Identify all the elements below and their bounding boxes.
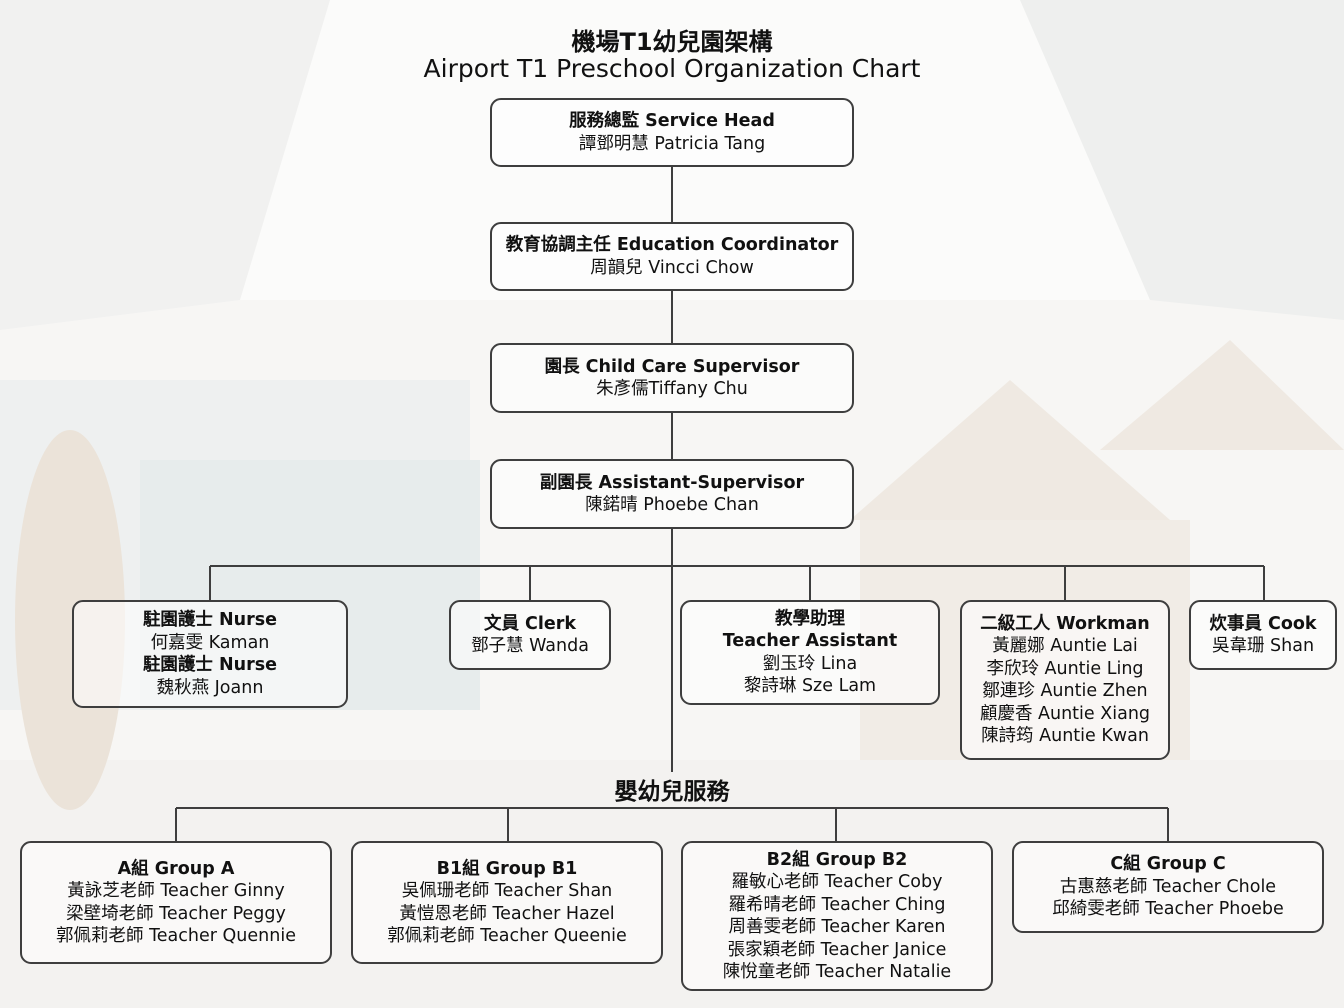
person-name: 陳鍩晴 Phoebe Chan bbox=[585, 495, 759, 515]
teacher-name: 吳佩珊老師 Teacher Shan bbox=[401, 881, 613, 901]
teacher-name: 陳悅童老師 Teacher Natalie bbox=[722, 962, 952, 982]
child-care-supervisor-box: 園長 Child Care Supervisor 朱彥儒Tiffany Chu bbox=[490, 343, 854, 413]
clerk-box: 文員 Clerk 鄧子慧 Wanda bbox=[449, 600, 611, 670]
person-name: 黃麗娜 Auntie Lai bbox=[992, 636, 1138, 656]
person-name: 朱彥儒Tiffany Chu bbox=[596, 379, 748, 399]
group-title: C組 Group C bbox=[1110, 854, 1226, 875]
person-name: 周韻兒 Vincci Chow bbox=[590, 257, 754, 278]
role-label: 駐園護士 Nurse bbox=[142, 610, 278, 630]
education-coordinator-box: 教育協調主任 Education Coordinator 周韻兒 Vincci … bbox=[490, 222, 854, 291]
teacher-name: 邱綺雯老師 Teacher Phoebe bbox=[1052, 899, 1284, 920]
group-c-box: C組 Group C 古惠慈老師 Teacher Chole 邱綺雯老師 Tea… bbox=[1012, 841, 1324, 933]
teacher-name: 羅敏心老師 Teacher Coby bbox=[731, 872, 943, 892]
person-name: 黎詩琳 Sze Lam bbox=[743, 676, 877, 696]
role-label: 駐園護士 Nurse bbox=[142, 655, 278, 675]
teacher-name: 古惠慈老師 Teacher Chole bbox=[1059, 876, 1277, 897]
role-label-english: Teacher Assistant bbox=[722, 631, 898, 651]
person-name: 陳詩筠 Auntie Kwan bbox=[981, 726, 1149, 746]
nurse-box: 駐園護士 Nurse 何嘉雯 Kaman 駐園護士 Nurse 魏秋燕 Joan… bbox=[72, 600, 348, 708]
workman-box: 二級工人 Workman 黃麗娜 Auntie Lai 李欣玲 Auntie L… bbox=[960, 600, 1170, 760]
person-name: 李欣玲 Auntie Ling bbox=[986, 658, 1144, 679]
chart-title-english: Airport T1 Preschool Organization Chart bbox=[423, 54, 921, 83]
person-name: 魏秋燕 Joann bbox=[156, 677, 264, 698]
role-label: 副園長 Assistant-Supervisor bbox=[539, 472, 805, 493]
person-name: 吳韋珊 Shan bbox=[1211, 636, 1315, 656]
teacher-name: 郭佩莉老師 Teacher Quennie bbox=[56, 926, 296, 946]
group-a-box: A組 Group A 黃詠芝老師 Teacher Ginny 梁壁埼老師 Tea… bbox=[20, 841, 332, 964]
group-title: B1組 Group B1 bbox=[436, 858, 578, 879]
role-label: 園長 Child Care Supervisor bbox=[544, 356, 800, 377]
teacher-name: 黃愷恩老師 Teacher Hazel bbox=[399, 903, 615, 924]
teacher-name: 羅希晴老師 Teacher Ching bbox=[728, 894, 946, 915]
role-label: 炊事員 Cook bbox=[1209, 613, 1317, 634]
teacher-name: 黃詠芝老師 Teacher Ginny bbox=[67, 881, 285, 901]
person-name: 顧慶香 Auntie Xiang bbox=[979, 703, 1151, 724]
group-b1-box: B1組 Group B1 吳佩珊老師 Teacher Shan 黃愷恩老師 Te… bbox=[351, 841, 663, 964]
teacher-assistant-box: 教學助理 Teacher Assistant 劉玉玲 Lina 黎詩琳 Sze … bbox=[680, 600, 940, 705]
chart-title-chinese: 機場T1幼兒園架構 bbox=[571, 28, 773, 56]
assistant-supervisor-box: 副園長 Assistant-Supervisor 陳鍩晴 Phoebe Chan bbox=[490, 459, 854, 529]
infant-services-label: 嬰幼兒服務 bbox=[614, 779, 730, 805]
teacher-name: 周善雯老師 Teacher Karen bbox=[728, 917, 946, 937]
group-title: A組 Group A bbox=[117, 858, 235, 879]
person-name: 鄒連珍 Auntie Zhen bbox=[982, 681, 1148, 701]
role-label-chinese: 教學助理 bbox=[775, 608, 845, 629]
person-name: 何嘉雯 Kaman bbox=[150, 632, 270, 653]
person-name: 譚鄧明慧 Patricia Tang bbox=[578, 133, 766, 154]
role-label: 文員 Clerk bbox=[483, 613, 577, 634]
service-head-box: 服務總監 Service Head 譚鄧明慧 Patricia Tang bbox=[490, 98, 854, 167]
teacher-name: 郭佩莉老師 Teacher Queenie bbox=[387, 926, 627, 946]
cook-box: 炊事員 Cook 吳韋珊 Shan bbox=[1189, 600, 1337, 670]
teacher-name: 梁壁埼老師 Teacher Peggy bbox=[66, 903, 286, 924]
role-label: 服務總監 Service Head bbox=[569, 111, 775, 131]
group-title: B2組 Group B2 bbox=[766, 849, 908, 870]
person-name: 劉玉玲 Lina bbox=[762, 653, 858, 674]
group-b2-box: B2組 Group B2 羅敏心老師 Teacher Coby 羅希晴老師 Te… bbox=[681, 841, 993, 991]
role-label: 二級工人 Workman bbox=[980, 613, 1150, 634]
person-name: 鄧子慧 Wanda bbox=[471, 636, 589, 656]
role-label: 教育協調主任 Education Coordinator bbox=[505, 235, 839, 255]
teacher-name: 張家穎老師 Teacher Janice bbox=[727, 939, 947, 960]
